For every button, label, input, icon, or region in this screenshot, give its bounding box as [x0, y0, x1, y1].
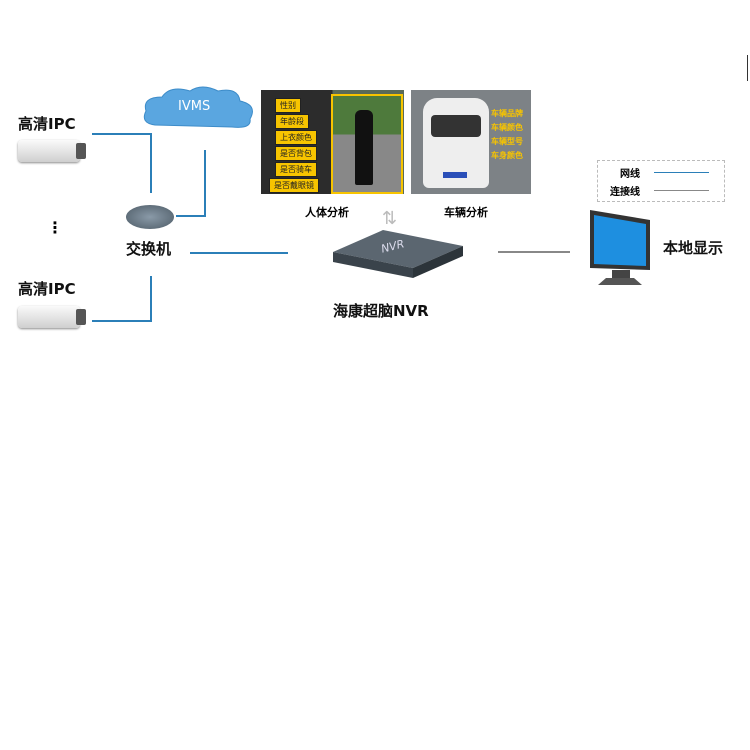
- human-tag: 年龄段: [275, 114, 309, 129]
- network-line: [150, 276, 152, 322]
- camera-icon: [18, 306, 86, 328]
- human-tag: 性别: [275, 98, 301, 113]
- network-line: [150, 133, 152, 193]
- cloud-icon: IVMS: [140, 85, 258, 131]
- monitor-icon: [590, 210, 654, 285]
- legend: 网线 连接线: [597, 160, 725, 202]
- human-tag: 上衣颜色: [275, 130, 317, 145]
- vehicle-analysis-image: 车辆品牌 车辆颜色 车辆型号 车身颜色: [411, 90, 531, 194]
- human-tag: 是否戴眼镜: [269, 178, 319, 193]
- legend-network-label: 网线: [620, 169, 640, 180]
- camera-icon: [18, 140, 86, 162]
- network-line: [92, 320, 152, 322]
- vehicle-tag: 车辆品牌: [491, 109, 523, 118]
- nvr-label: 海康超脑NVR: [333, 302, 429, 320]
- vehicle-analysis-caption: 车辆分析: [444, 206, 488, 219]
- bidirectional-arrow-icon: ⇅: [382, 208, 398, 229]
- vehicle-tag: 车辆型号: [491, 137, 523, 146]
- switch-icon: [126, 205, 174, 229]
- legend-connection-label: 连接线: [610, 187, 640, 198]
- vehicle-tag: 车身颜色: [491, 151, 523, 160]
- ellipsis: ⋮: [47, 218, 63, 237]
- network-line: [176, 215, 206, 217]
- cloud-label: IVMS: [178, 99, 211, 114]
- human-analysis-image: 性别 年龄段 上衣颜色 是否背包 是否骑车 是否戴眼镜: [261, 90, 404, 194]
- nvr-icon: NVR: [333, 230, 463, 278]
- legend-connection-line: [654, 190, 709, 191]
- network-line: [92, 133, 152, 135]
- network-line: [204, 150, 206, 216]
- human-tag: 是否背包: [275, 146, 317, 161]
- ipc-bottom-label: 高清IPC: [18, 280, 76, 298]
- switch-label: 交换机: [126, 240, 172, 258]
- human-tag: 是否骑车: [275, 162, 317, 177]
- edge-divider: [747, 55, 748, 81]
- ipc-top-label: 高清IPC: [18, 115, 76, 133]
- display-label: 本地显示: [663, 239, 724, 257]
- connection-line: [498, 251, 570, 253]
- network-line: [190, 252, 288, 254]
- legend-network-line: [654, 172, 709, 173]
- vehicle-tag: 车辆颜色: [491, 123, 523, 132]
- human-analysis-caption: 人体分析: [305, 206, 349, 219]
